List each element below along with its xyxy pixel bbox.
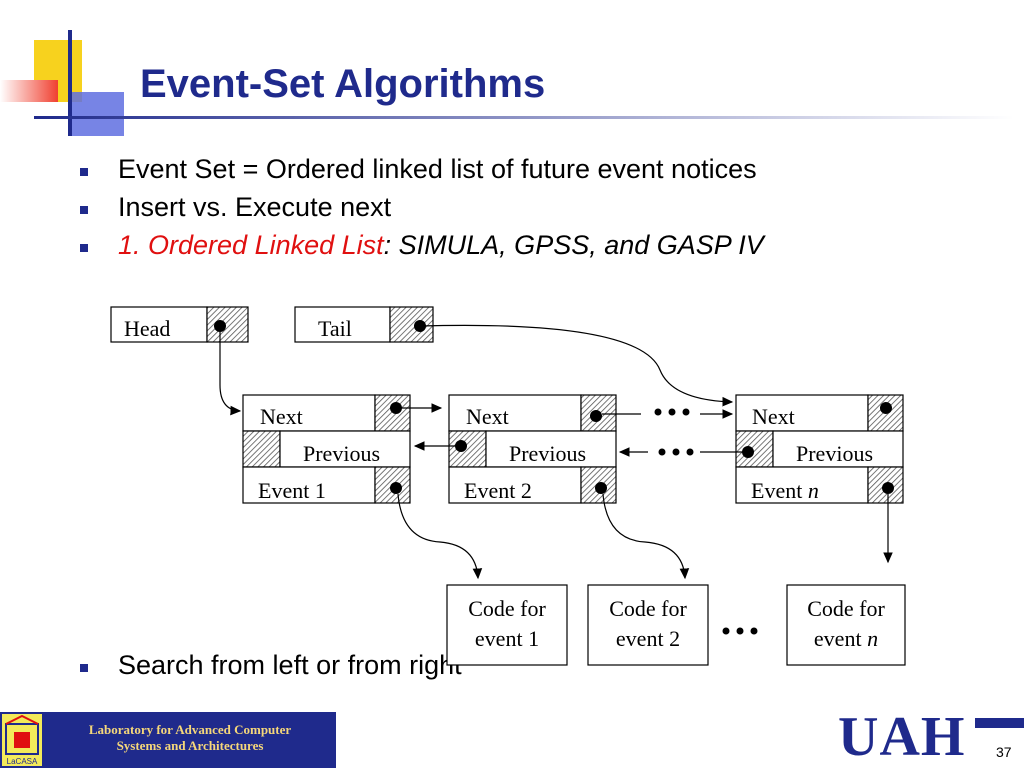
lab-line-1: Laboratory for Advanced Computer [88, 722, 292, 737]
previous-label: Previous [303, 441, 380, 466]
linked-list-diagram: Head Tail Next Previous Event 1 Next Pre… [110, 306, 906, 666]
svg-text:event 1: event 1 [475, 626, 539, 651]
bullet-marker [80, 664, 88, 672]
previous-label: Previous [509, 441, 586, 466]
svg-text:Code for: Code for [807, 596, 885, 621]
bullet-marker [80, 244, 88, 252]
pointer-dot [214, 320, 226, 332]
code-box-2: Code for event 2 [587, 584, 709, 666]
svg-text:Code for: Code for [609, 596, 687, 621]
bullet-text: Insert vs. Execute next [118, 192, 392, 222]
event-node-2: Next Previous Event 2 [448, 394, 617, 504]
bullet-text: 1. Ordered Linked List: SIMULA, GPSS, an… [118, 230, 764, 261]
svg-text:LaCASA: LaCASA [7, 757, 38, 766]
event-node-1: Next Previous Event 1 [242, 394, 411, 504]
bullet-rest-text: : SIMULA, GPSS, and GASP IV [383, 230, 764, 260]
corner-decoration [0, 30, 1014, 136]
footer-bar [0, 712, 336, 768]
slide-number: 37 [996, 744, 1012, 760]
logo-stripe [975, 718, 1024, 728]
svg-text:event n: event n [814, 626, 878, 651]
event-label: Event 2 [464, 478, 532, 503]
tail-pointer: Tail [294, 306, 434, 343]
slide-title: Event-Set Algorithms [140, 62, 546, 106]
code-box-n: Code for event n [786, 584, 906, 666]
highlight-text: 1. Ordered Linked List [118, 230, 384, 260]
red-stripe [0, 80, 58, 102]
event-label: Event n [751, 478, 819, 503]
next-label: Next [752, 404, 795, 429]
event-label: Event 1 [258, 478, 326, 503]
uah-logo: UAH [838, 706, 966, 768]
ellipsis-dots [654, 408, 758, 635]
vertical-rule [68, 30, 72, 136]
lab-name: Laboratory for Advanced Computer Systems… [50, 722, 330, 754]
previous-label: Previous [796, 441, 873, 466]
tail-to-noden-arrow [419, 324, 734, 407]
bullet-text: Event Set = Ordered linked list of futur… [118, 154, 757, 184]
lab-line-2: Systems and Architectures [116, 738, 264, 753]
bullet-marker [80, 206, 88, 214]
connector-arrows [219, 324, 893, 580]
svg-text:Code for: Code for [468, 596, 546, 621]
svg-text:event 2: event 2 [616, 626, 680, 651]
head-label: Head [124, 316, 170, 341]
blue-square [72, 92, 124, 136]
head-pointer: Head [110, 306, 249, 343]
lacasa-logo: LaCASA [2, 714, 42, 766]
tail-label: Tail [318, 316, 352, 341]
bullet-marker [80, 168, 88, 176]
bullet-text: Search from left or from right [118, 650, 462, 680]
title-underline [34, 116, 1014, 119]
event-node-n: Next Previous Event n [735, 394, 904, 504]
event1-code-arrow [397, 493, 483, 580]
next-label: Next [260, 404, 303, 429]
head-to-node1-arrow [219, 332, 242, 416]
next-label: Next [466, 404, 509, 429]
code-box-1: Code for event 1 [446, 584, 568, 666]
event2-code-arrow [602, 493, 690, 580]
